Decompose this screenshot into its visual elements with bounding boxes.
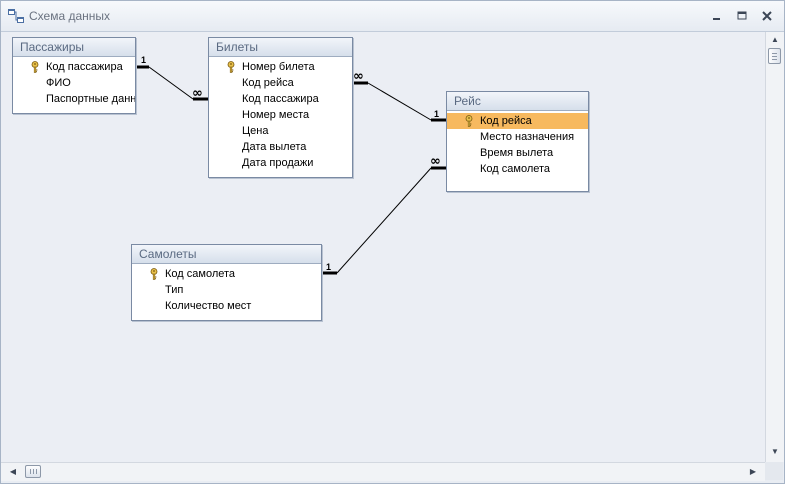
table-title[interactable]: Рейс	[447, 92, 588, 111]
table-title[interactable]: Пассажиры	[13, 38, 135, 57]
table-field[interactable]: Количество мест	[132, 298, 321, 314]
field-label: Цена	[242, 125, 269, 137]
table-title[interactable]: Билеты	[209, 38, 352, 57]
field-label: Время вылета	[480, 147, 554, 159]
field-label: Код рейса	[480, 115, 532, 127]
one-end-label: 1	[326, 262, 331, 272]
diagram-canvas[interactable]: 1 ∞ ∞ 1 1 ∞ Пассажиры Код пассажир	[1, 32, 765, 462]
relationship-planes-flight[interactable]: 1 ∞	[321, 154, 447, 275]
close-icon	[762, 11, 772, 21]
field-label: Номер билета	[242, 61, 315, 73]
many-end-label: ∞	[192, 86, 203, 101]
table-field[interactable]: Номер места	[209, 107, 352, 123]
table-field[interactable]: Код самолета	[447, 161, 588, 177]
window-title: Схема данных	[29, 9, 111, 23]
table-field[interactable]: Код рейса	[209, 75, 352, 91]
table-field[interactable]: Время вылета	[447, 145, 588, 161]
maximize-button[interactable]	[733, 7, 751, 25]
one-end-label: 1	[434, 109, 439, 119]
table-field[interactable]: Код самолета	[132, 266, 321, 282]
table-field[interactable]: Код пассажира	[209, 91, 352, 107]
field-label: Тип	[165, 284, 184, 296]
primary-key-icon	[227, 61, 235, 73]
minimize-icon	[713, 18, 720, 20]
field-label: ФИО	[46, 77, 71, 89]
table-field[interactable]: ФИО	[13, 75, 135, 91]
scroll-down-icon[interactable]: ▼	[771, 447, 779, 456]
table-field[interactable]: Дата вылета	[209, 139, 352, 155]
relationship-tickets-flight[interactable]: ∞ 1	[352, 69, 447, 122]
horizontal-scrollbar[interactable]: ◀ ▶	[1, 462, 765, 481]
table-field[interactable]: Цена	[209, 123, 352, 139]
scroll-right-icon[interactable]: ▶	[749, 467, 757, 476]
many-end-label: ∞	[353, 69, 364, 84]
one-end-label: 1	[141, 55, 146, 65]
table-field[interactable]: Место назначения	[447, 129, 588, 145]
horizontal-scroll-thumb[interactable]	[25, 465, 41, 478]
many-end-label: ∞	[430, 154, 441, 169]
field-label: Код самолета	[165, 268, 236, 280]
field-label: Паспортные данные	[46, 93, 135, 105]
field-label: Количество мест	[165, 300, 252, 312]
field-label: Код пассажира	[46, 61, 123, 73]
field-label: Номер места	[242, 109, 310, 121]
field-label: Код пассажира	[242, 93, 319, 105]
field-label: Дата продажи	[242, 157, 314, 169]
scroll-left-icon[interactable]: ◀	[9, 467, 17, 476]
title-bar[interactable]: Схема данных	[1, 1, 784, 32]
table-field[interactable]: Номер билета	[209, 59, 352, 75]
relationship-passengers-tickets[interactable]: 1 ∞	[134, 55, 209, 101]
field-label: Код рейса	[242, 77, 294, 89]
scroll-up-icon[interactable]: ▲	[771, 35, 779, 44]
table-field[interactable]: Паспортные данные	[13, 91, 135, 107]
vertical-scrollbar[interactable]: ▲ ▼	[765, 32, 784, 462]
field-label: Дата вылета	[242, 141, 307, 153]
primary-key-icon	[31, 61, 39, 73]
relationships-icon	[8, 9, 24, 23]
field-label: Место назначения	[480, 131, 575, 143]
scrollbar-corner	[765, 462, 783, 480]
table-field[interactable]: Тип	[132, 282, 321, 298]
table-title[interactable]: Самолеты	[132, 245, 321, 264]
minimize-button[interactable]	[708, 7, 726, 25]
close-button[interactable]	[758, 7, 776, 25]
primary-key-icon	[150, 268, 158, 280]
field-label: Код самолета	[480, 163, 551, 175]
vertical-scroll-thumb[interactable]	[768, 48, 781, 64]
table-field[interactable]: Код пассажира	[13, 59, 135, 75]
table-field[interactable]: Дата продажи	[209, 155, 352, 171]
maximize-icon	[737, 11, 747, 20]
primary-key-icon	[465, 115, 473, 127]
relationship-lines: 1 ∞ ∞ 1 1 ∞	[134, 55, 447, 275]
table-field[interactable]: Код рейса	[447, 113, 588, 129]
